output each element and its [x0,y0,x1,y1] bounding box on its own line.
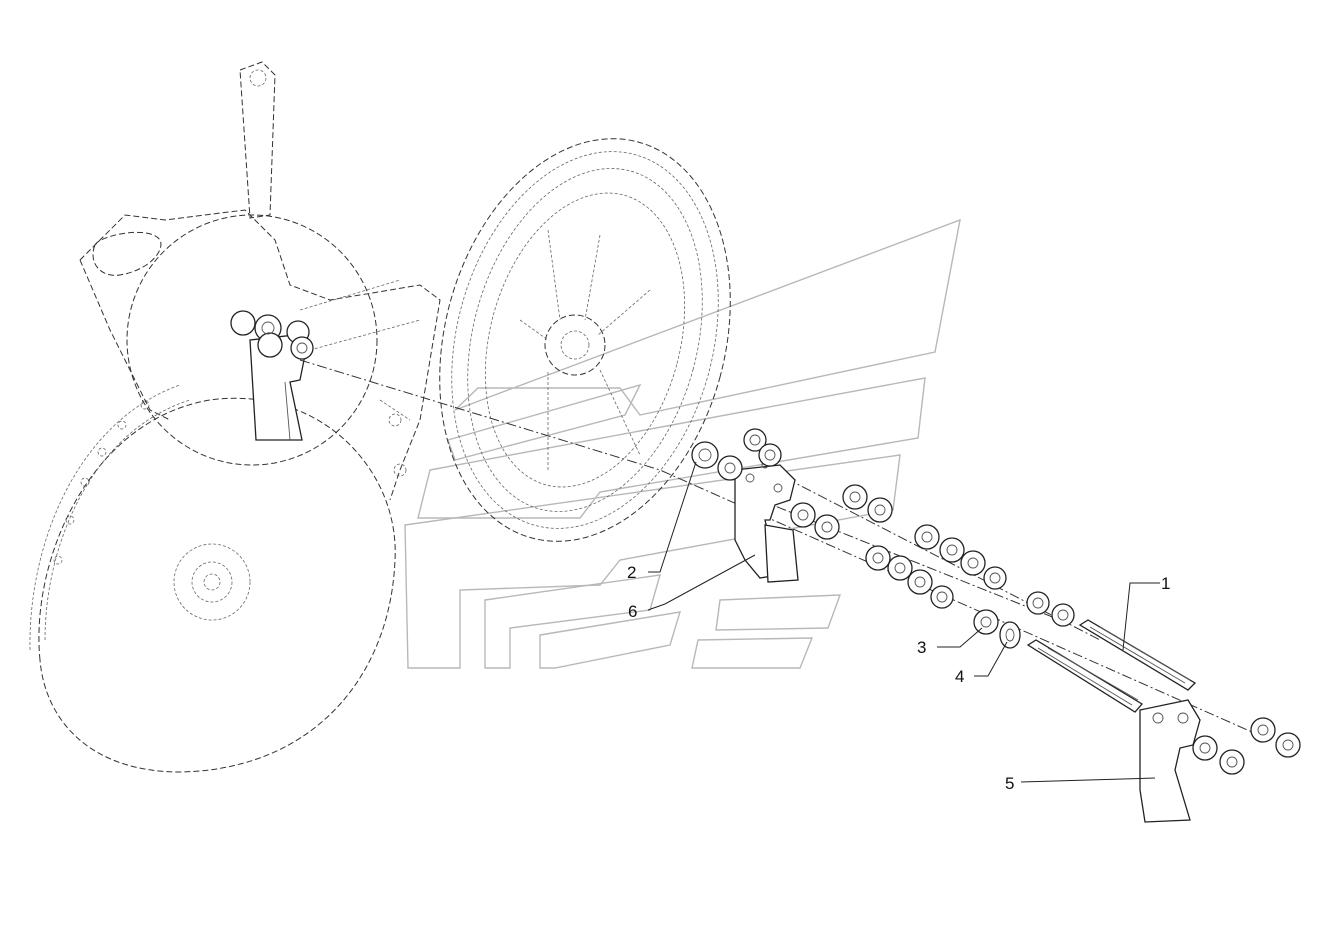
press-wheel [439,138,731,542]
scraper-part-5 [1139,699,1201,823]
callout-6: 6 [628,602,637,621]
callout-2: 2 [627,563,636,582]
hardware-middle [865,524,1075,627]
frame-arm [79,61,441,501]
hardware-right [1192,717,1301,775]
hardware-upper [691,428,893,540]
washer-part-4 [999,621,1021,649]
disc-scraper-holes [53,400,150,565]
detail-nuts [230,310,314,360]
callout-1: 1 [1161,574,1170,593]
detail-circle [126,214,378,466]
callout-5: 5 [1005,774,1014,793]
opener-disc [29,384,396,773]
callout-4: 4 [955,667,964,686]
leader-lines [647,461,1160,783]
scraper-part-6 [734,461,799,583]
watermark-logo [404,218,961,669]
callout-3: 3 [917,638,926,657]
detail-scraper [230,310,314,441]
threaded-rods-part-1 [1026,619,1197,713]
nut-part-3 [973,609,999,635]
